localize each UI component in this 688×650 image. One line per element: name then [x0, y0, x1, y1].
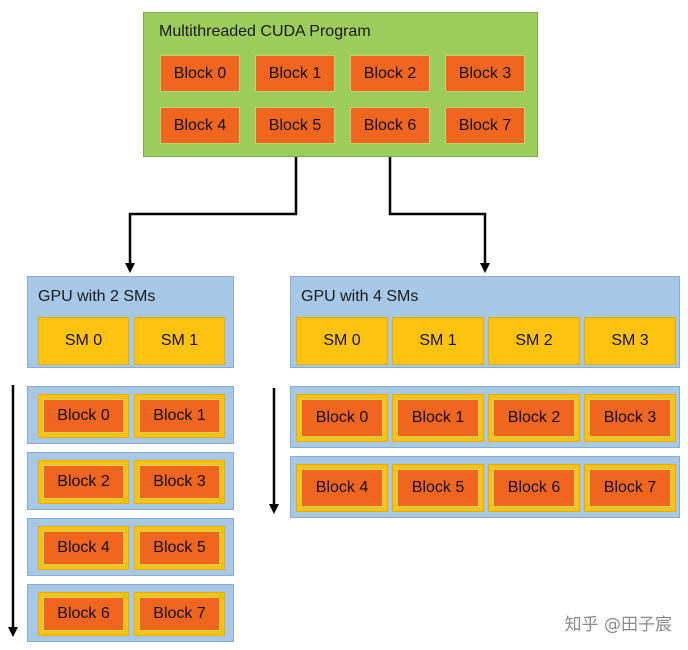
gpu2-wave-1: Block 2 Block 3	[27, 452, 234, 510]
gpu4-slot: Block 0	[296, 394, 388, 442]
gpu2-block: Block 4	[43, 531, 124, 565]
gpu2-wave-0: Block 0 Block 1	[27, 386, 234, 444]
gpu2-block: Block 0	[43, 399, 124, 433]
gpu4-title: GPU with 4 SMs	[301, 288, 419, 305]
gpu4-slot: Block 2	[488, 394, 580, 442]
gpu4-wave-0: Block 0 Block 1 Block 2 Block 3	[290, 386, 680, 448]
watermark: 知乎 @田子宸	[564, 615, 672, 635]
gpu4-block: Block 7	[589, 469, 671, 507]
gpu2-slot: Block 0	[38, 394, 129, 438]
gpu4-block: Block 5	[397, 469, 479, 507]
gpu4-block: Block 3	[589, 399, 671, 437]
gpu4-block: Block 1	[397, 399, 479, 437]
gpu2-slot: Block 3	[134, 460, 225, 504]
gpu2-block: Block 5	[139, 531, 220, 565]
gpu2-wave-3: Block 6 Block 7	[27, 584, 234, 642]
gpu4-slot: Block 5	[392, 464, 484, 512]
program-block-7: Block 7	[445, 107, 525, 144]
program-block-1: Block 1	[255, 55, 335, 92]
gpu2-sm-1: SM 1	[134, 317, 225, 365]
gpu2-slot: Block 5	[134, 526, 225, 570]
gpu2-block: Block 2	[43, 465, 124, 499]
gpu4-slot: Block 3	[584, 394, 676, 442]
gpu2-block: Block 7	[139, 597, 220, 631]
gpu4-sm-3: SM 3	[584, 317, 676, 365]
cuda-program-box: Multithreaded CUDA Program Block 0 Block…	[143, 12, 538, 157]
gpu4-slot: Block 6	[488, 464, 580, 512]
program-block-2: Block 2	[350, 55, 430, 92]
gpu-4-sms-box: GPU with 4 SMs SM 0 SM 1 SM 2 SM 3	[290, 276, 680, 368]
gpu2-block: Block 3	[139, 465, 220, 499]
gpu4-sm-1: SM 1	[392, 317, 484, 365]
gpu2-sm-0: SM 0	[38, 317, 129, 365]
program-block-0: Block 0	[160, 55, 240, 92]
program-block-3: Block 3	[445, 55, 525, 92]
program-block-6: Block 6	[350, 107, 430, 144]
gpu2-slot: Block 1	[134, 394, 225, 438]
gpu4-sm-0: SM 0	[296, 317, 388, 365]
gpu4-sm-2: SM 2	[488, 317, 580, 365]
gpu2-title: GPU with 2 SMs	[38, 288, 156, 305]
program-title: Multithreaded CUDA Program	[159, 23, 371, 40]
gpu4-block: Block 0	[301, 399, 383, 437]
gpu4-block: Block 4	[301, 469, 383, 507]
gpu2-wave-2: Block 4 Block 5	[27, 518, 234, 576]
gpu2-block: Block 6	[43, 597, 124, 631]
gpu4-block: Block 2	[493, 399, 575, 437]
gpu2-slot: Block 6	[38, 592, 129, 636]
gpu2-slot: Block 2	[38, 460, 129, 504]
arrow-to-gpu2	[125, 157, 298, 273]
gpu4-wave-1: Block 4 Block 5 Block 6 Block 7	[290, 456, 680, 518]
gpu4-slot: Block 4	[296, 464, 388, 512]
gpu4-block: Block 6	[493, 469, 575, 507]
arrow-to-gpu4	[388, 157, 490, 273]
gpu2-slot: Block 7	[134, 592, 225, 636]
gpu2-slot: Block 4	[38, 526, 129, 570]
gpu4-slot: Block 1	[392, 394, 484, 442]
gpu4-slot: Block 7	[584, 464, 676, 512]
gpu-2-sms-box: GPU with 2 SMs SM 0 SM 1	[27, 276, 234, 368]
program-block-4: Block 4	[160, 107, 240, 144]
program-block-5: Block 5	[255, 107, 335, 144]
gpu2-block: Block 1	[139, 399, 220, 433]
